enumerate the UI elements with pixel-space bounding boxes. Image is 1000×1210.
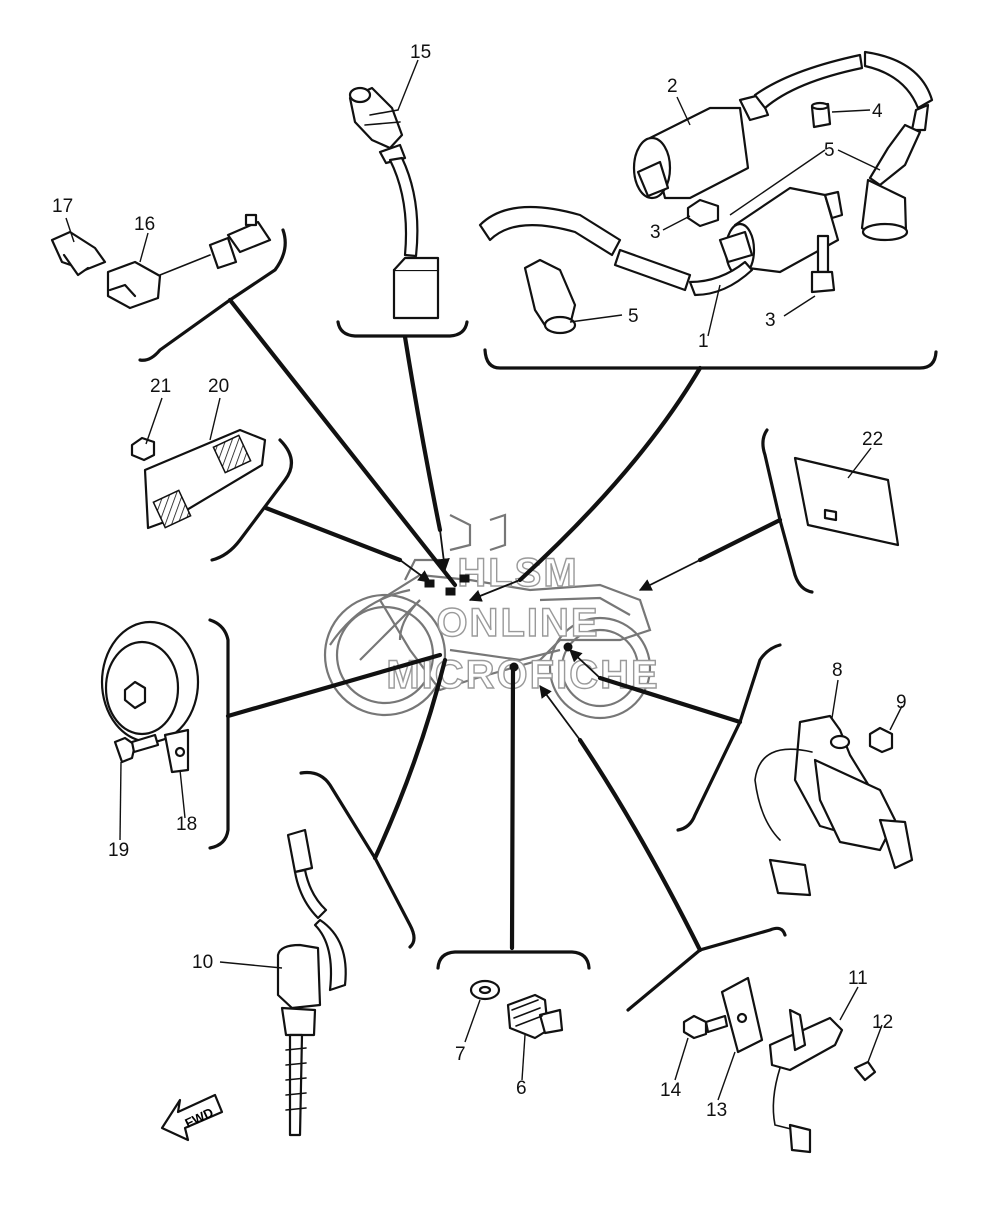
part-11-switch (768, 1008, 844, 1154)
callout-7: 7 (455, 1044, 466, 1065)
watermark-line3: MICROFICHE (386, 653, 659, 697)
callout-2: 2 (667, 76, 678, 97)
callout-10: 10 (192, 952, 213, 973)
part-15-sensor (348, 86, 440, 320)
leader-lines (65, 59, 903, 1101)
part-8-main-switch (754, 714, 914, 897)
location-markers (424, 574, 573, 672)
callout-4: 4 (872, 101, 883, 122)
watermark-line1: HLSM (457, 551, 578, 595)
part-6-sender (506, 993, 564, 1040)
part-10-switch (276, 828, 347, 1137)
part-20-reflector (143, 428, 267, 530)
part-14-bolt (682, 1014, 729, 1040)
callout-18: 18 (176, 814, 197, 835)
callout-9: 9 (896, 692, 907, 713)
part-2-ignition-coil (632, 50, 934, 200)
watermark: HLSM ONLINE MICROFICHE (386, 550, 659, 697)
callout-3a: 3 (650, 222, 661, 243)
callout-13: 13 (706, 1100, 727, 1121)
part-5-spark-plug-cap-right (860, 123, 922, 242)
part-4-cap-nut (810, 101, 832, 129)
part-7-washer (469, 979, 501, 1001)
callout-numbers: 15 16 17 2 4 5 3 3 1 5 20 21 22 8 9 18 1… (52, 42, 907, 1121)
callout-22: 22 (862, 429, 883, 450)
part-21-nut (130, 436, 156, 462)
part-13-bracket (720, 976, 764, 1054)
part-1-ignition-coil-lower (478, 186, 844, 335)
group-brackets (138, 228, 938, 1012)
part-22-reflector (793, 456, 900, 547)
callout-8: 8 (832, 660, 843, 681)
callout-19: 19 (108, 840, 129, 861)
part-17-clip (50, 230, 107, 277)
callout-6: 6 (516, 1078, 527, 1099)
callout-11: 11 (848, 968, 868, 989)
callout-1: 1 (698, 331, 709, 352)
callout-12: 12 (872, 1012, 893, 1033)
watermark-line2: ONLINE (436, 601, 599, 645)
fwd-arrow: FWD (160, 1093, 224, 1142)
part-18-horn (100, 620, 200, 774)
callout-15: 15 (410, 42, 431, 63)
callout-14: 14 (660, 1080, 682, 1101)
part-19-bolt (113, 733, 160, 764)
callout-3b: 3 (765, 310, 776, 331)
connector-lines (225, 297, 783, 953)
callout-16: 16 (134, 214, 155, 235)
callout-17: 17 (52, 196, 73, 217)
motorcycle-outline (323, 513, 652, 720)
callout-20: 20 (208, 376, 229, 397)
part-3-bolts (686, 198, 836, 294)
callout-5a: 5 (824, 140, 835, 161)
part-16-connector-lead (106, 213, 272, 310)
part-9-screw (868, 726, 894, 754)
callout-21: 21 (150, 376, 171, 397)
part-12-screw (853, 1060, 877, 1082)
callout-5b: 5 (628, 306, 639, 327)
